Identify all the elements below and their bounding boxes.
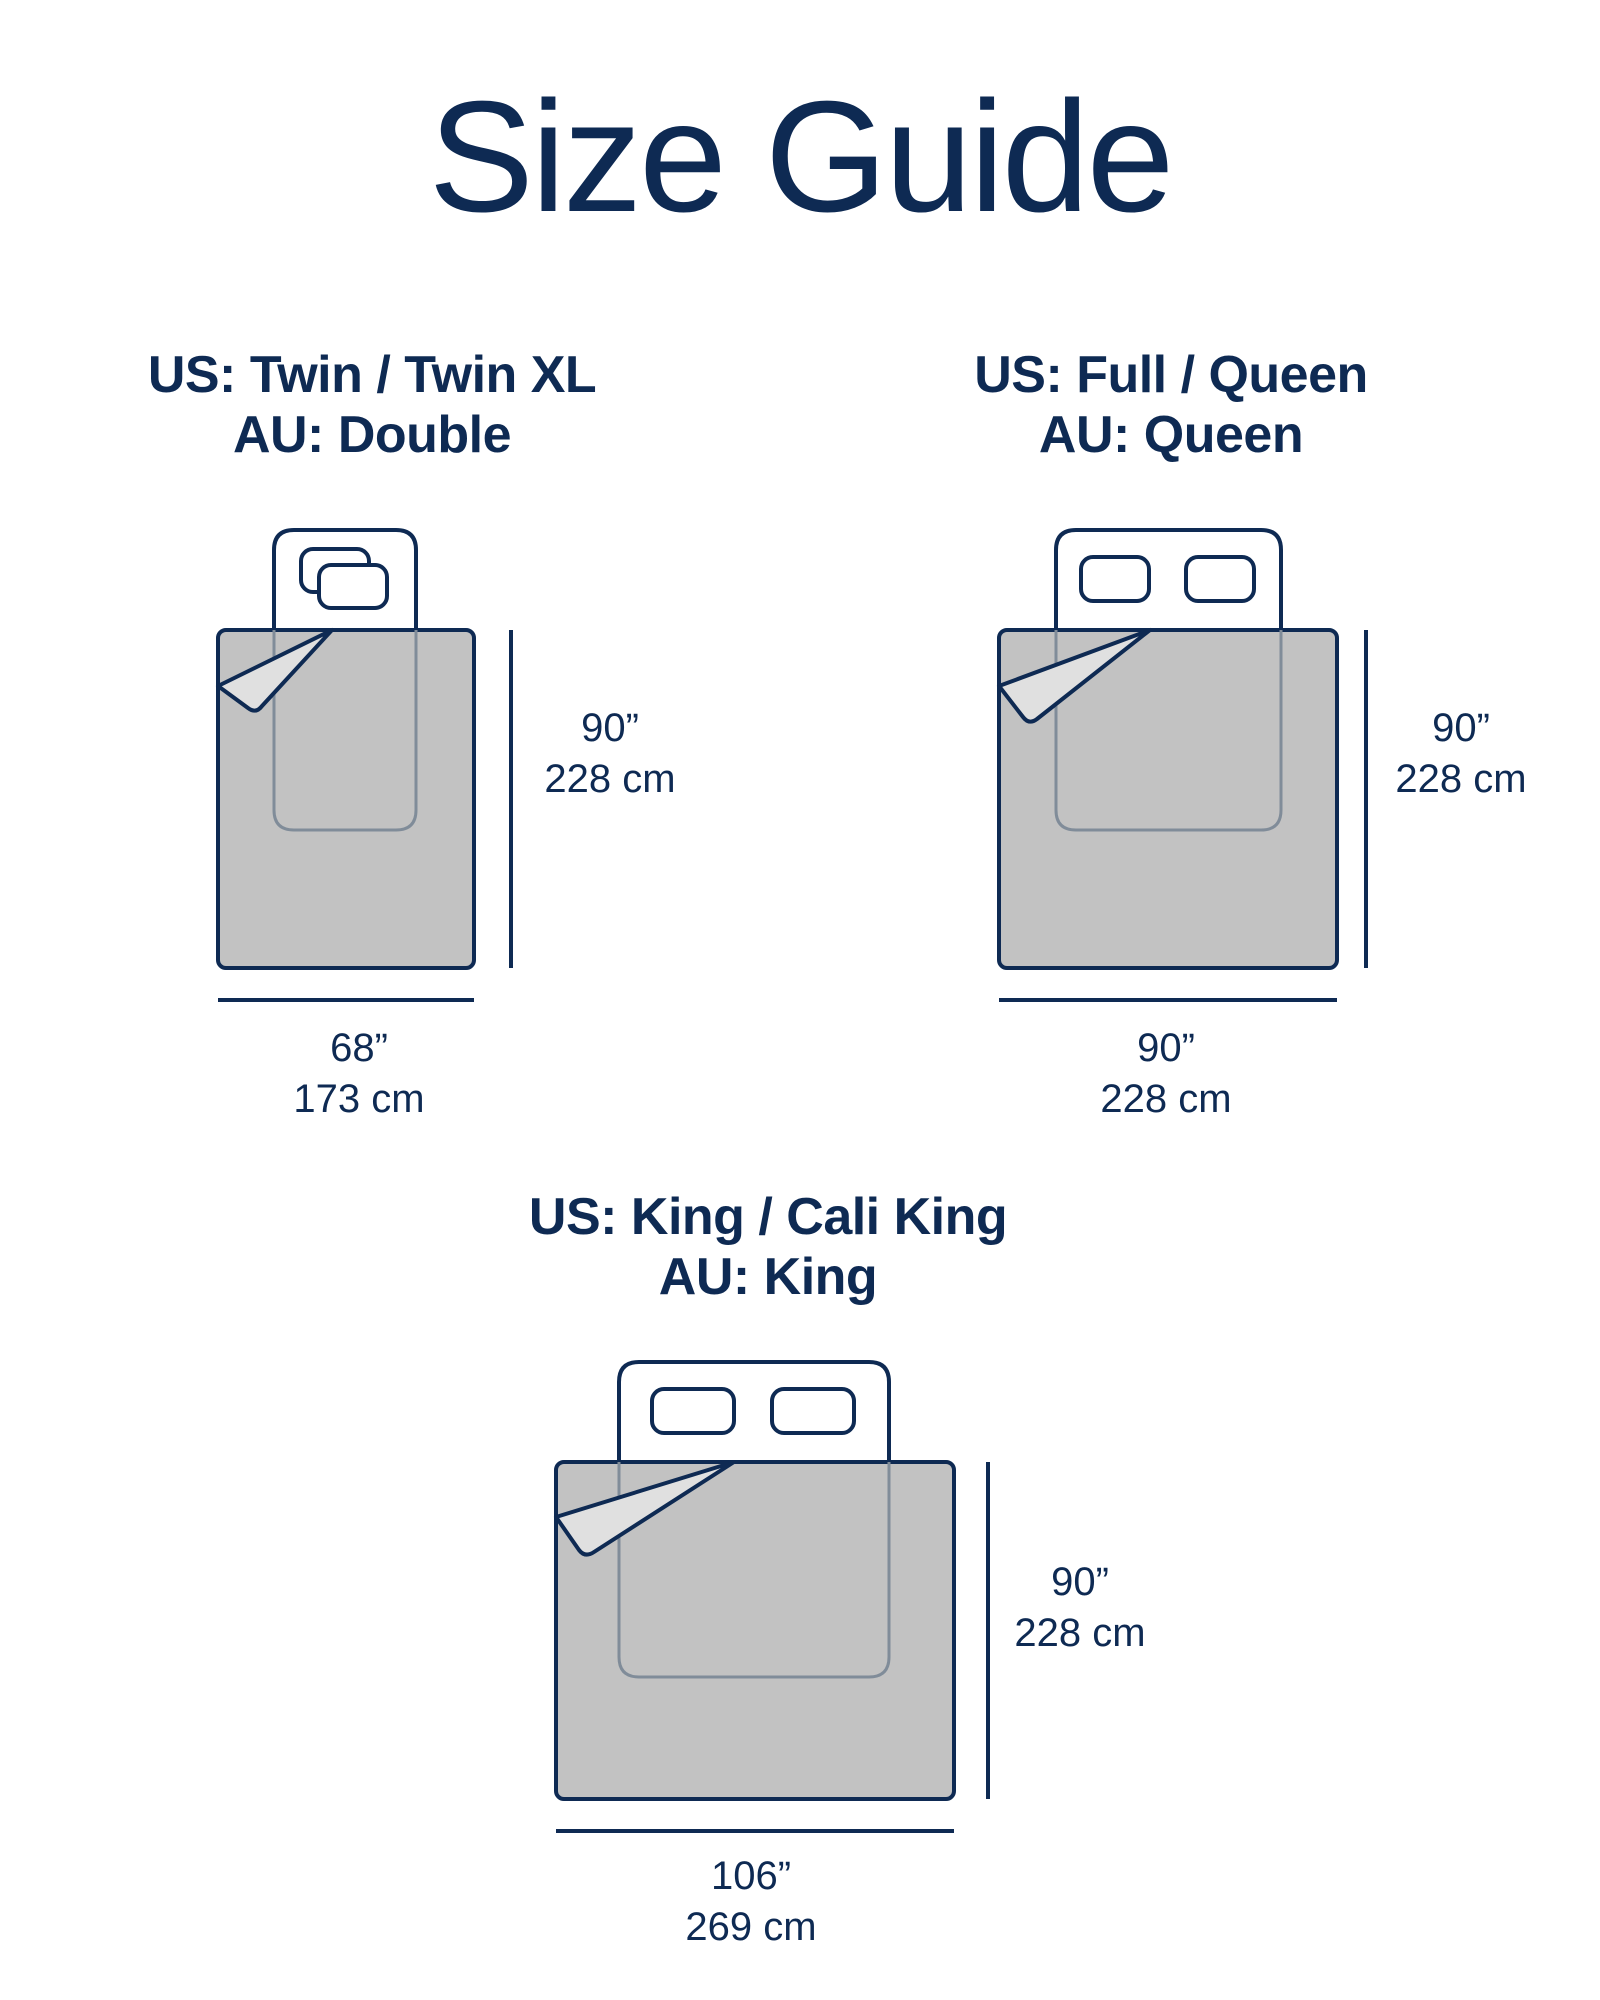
us-size-label: US: King / Cali King xyxy=(528,1188,1008,1246)
bed-illustration-full-queen xyxy=(997,528,1368,1002)
length-label-king: 90” 228 cm xyxy=(960,1557,1200,1659)
au-size-label: AU: Queen xyxy=(1038,406,1304,464)
pillow xyxy=(1184,555,1256,603)
length-cm: 228 cm xyxy=(1395,757,1527,801)
length-inches: 90” xyxy=(1432,706,1490,750)
hidden-bed-outline xyxy=(617,1462,891,1679)
hidden-bed-outline xyxy=(1054,630,1283,832)
width-inches: 68” xyxy=(330,1026,388,1070)
width-cm: 269 cm xyxy=(685,1905,817,1949)
width-label-twin: 68” 173 cm xyxy=(239,1023,479,1125)
duvet-folded-corner xyxy=(554,1460,736,1557)
width-cm: 228 cm xyxy=(1100,1077,1232,1121)
page-title: Size Guide xyxy=(428,69,1175,245)
width-inches: 106” xyxy=(710,1854,792,1898)
duvet xyxy=(216,628,476,970)
hidden-bed-outline xyxy=(272,630,418,832)
width-cm: 173 cm xyxy=(293,1077,425,1121)
length-inches: 90” xyxy=(581,706,639,750)
width-inches: 90” xyxy=(1137,1026,1195,1070)
au-size-label: AU: King xyxy=(658,1248,878,1306)
us-size-label: US: Full / Queen xyxy=(974,346,1368,404)
duvet-folded-corner xyxy=(216,628,334,713)
pillow xyxy=(650,1387,736,1435)
width-label-full-queen: 90” 228 cm xyxy=(1046,1023,1286,1125)
duvet xyxy=(554,1460,956,1801)
length-inches: 90” xyxy=(1051,1560,1109,1604)
length-label-full-queen: 90” 228 cm xyxy=(1341,703,1581,805)
duvet xyxy=(997,628,1339,970)
bed-illustration-twin xyxy=(216,528,513,1002)
au-size-label: AU: Double xyxy=(232,406,512,464)
pillow xyxy=(1079,555,1151,603)
length-cm: 228 cm xyxy=(1014,1611,1146,1655)
duvet-folded-corner xyxy=(997,628,1152,724)
bed-illustration-king xyxy=(554,1360,990,1833)
pillow xyxy=(770,1387,856,1435)
size-label-twin: US: Twin / Twin XL AU: Double xyxy=(72,345,672,465)
length-cm: 228 cm xyxy=(544,757,676,801)
size-label-full-queen: US: Full / Queen AU: Queen xyxy=(871,345,1471,465)
length-label-twin: 90” 228 cm xyxy=(490,703,730,805)
pillow xyxy=(317,563,389,610)
size-label-king: US: King / Cali King AU: King xyxy=(468,1187,1068,1307)
us-size-label: US: Twin / Twin XL xyxy=(147,346,597,404)
width-label-king: 106” 269 cm xyxy=(631,1851,871,1953)
